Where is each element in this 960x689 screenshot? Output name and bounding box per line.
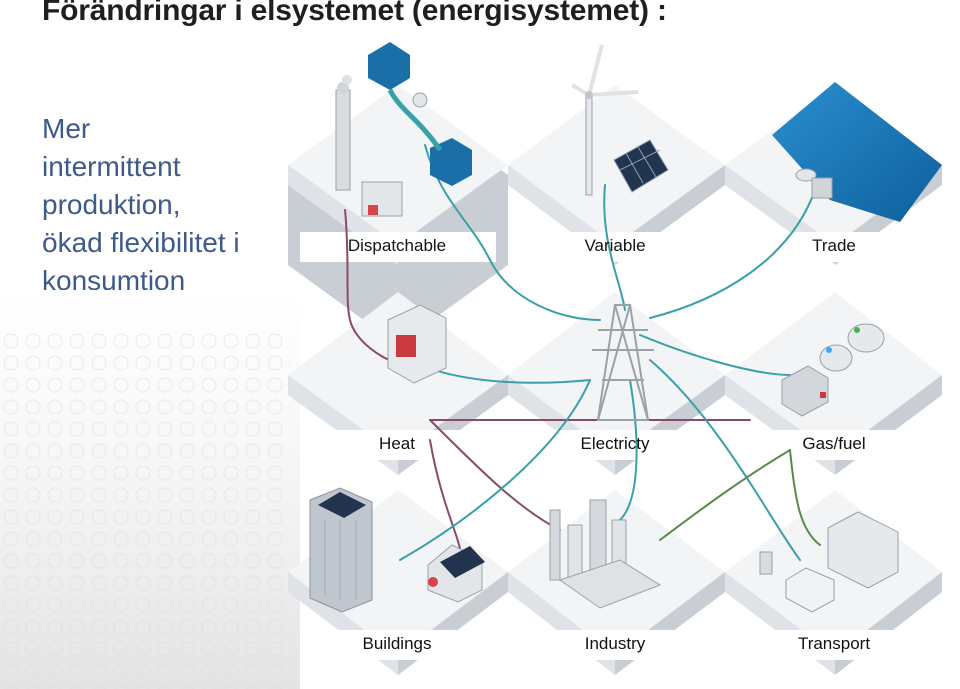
link-dispatchable-electricity	[424, 144, 601, 321]
truck-icon	[827, 511, 899, 589]
link-trade-electricity	[649, 189, 816, 319]
link-gas-industry	[659, 449, 791, 541]
side-text-line: ökad flexibilitet i	[42, 227, 240, 258]
tile-label-heat: Heat	[379, 434, 415, 453]
slide-title: Förändringar i elsystemet (energisysteme…	[42, 0, 667, 27]
link-dispatchable-heat	[344, 209, 406, 366]
side-text-line: Mer	[42, 113, 91, 144]
factory-icon	[549, 499, 662, 609]
solar-panel-icon	[613, 139, 669, 193]
link-electricity-transport	[649, 359, 801, 561]
charging-station-icon	[759, 551, 773, 575]
side-text-line: produktion,	[42, 189, 181, 220]
link-electricity-buildings	[399, 379, 591, 561]
link-variable-electricity	[603, 184, 626, 311]
tile-label-gas: Gas/fuel	[802, 434, 866, 453]
hydro-reservoir-icon	[368, 42, 472, 186]
office-building-icon	[309, 487, 373, 613]
tile-label-trade: Trade	[812, 236, 856, 255]
connection-lines	[344, 144, 821, 561]
side-text: Mer intermittent produktion, ökad flexib…	[42, 110, 240, 300]
link-gas-transport	[789, 449, 821, 546]
power-plant-icon	[335, 75, 403, 217]
tile-label-electricity: Electricty	[580, 434, 650, 453]
heat-boiler-icon	[387, 304, 447, 384]
house-icon	[427, 544, 485, 603]
sea-water	[772, 82, 942, 222]
wind-turbine-icon	[570, 44, 639, 196]
tile-label-buildings: Buildings	[362, 634, 432, 653]
link-electricity-industry	[619, 379, 638, 521]
gas-tank-icon	[819, 323, 885, 372]
background-pattern	[0, 330, 290, 689]
link-heat-buildings	[429, 439, 461, 551]
link-heat-industry	[429, 419, 561, 531]
tile-label-dispatchable: Dispatchable	[347, 236, 447, 255]
tile-label-industry: Industry	[584, 634, 646, 653]
interconnector-icon	[795, 168, 833, 199]
car-icon	[785, 567, 835, 613]
tile-label-transport: Transport	[797, 634, 871, 653]
tile-label-variable: Variable	[584, 236, 646, 255]
gas-compressor-icon	[781, 365, 829, 417]
side-text-line: intermittent	[42, 151, 181, 182]
link-electricity-gas	[639, 334, 791, 376]
transmission-pylon-icon	[592, 304, 654, 421]
